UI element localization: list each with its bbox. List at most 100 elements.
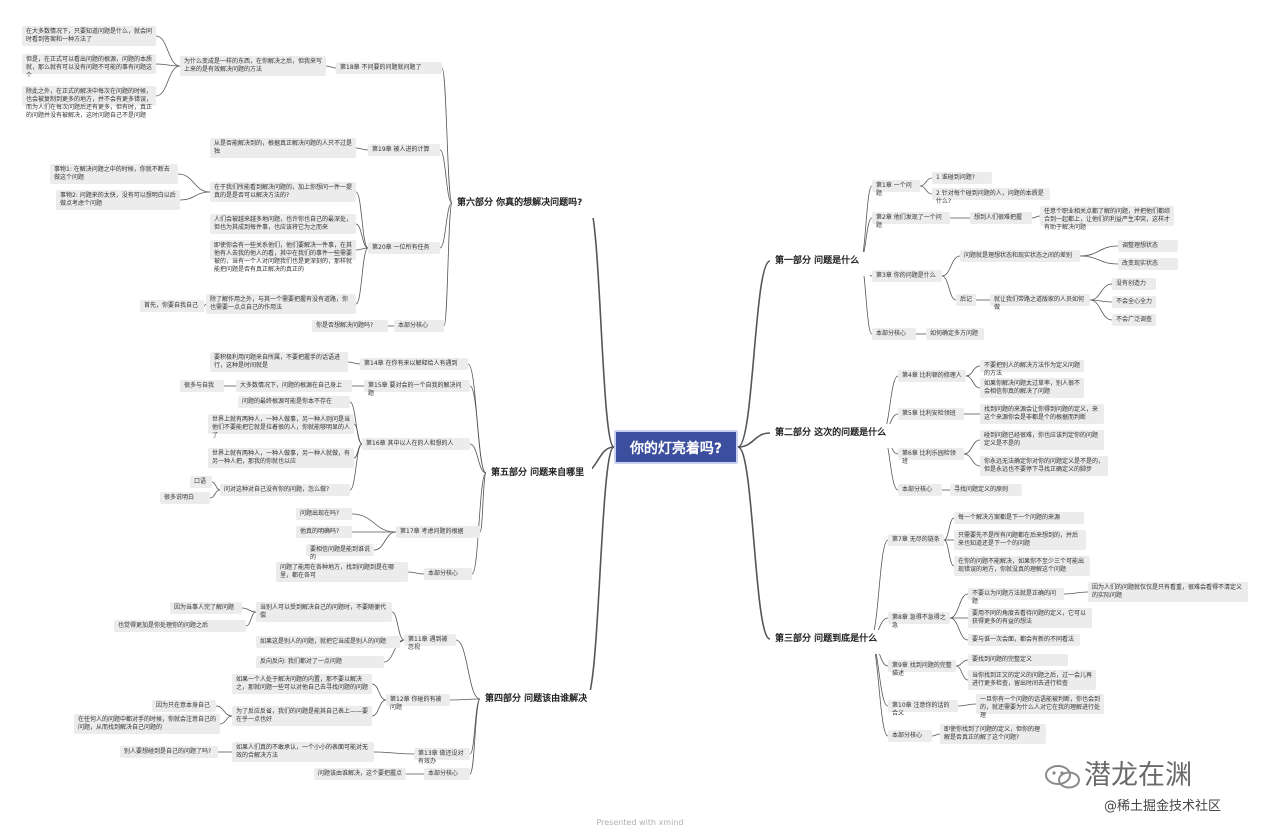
subtopic-3-0-0-0[interactable]: 因为当事人完了解问题 <box>170 602 242 614</box>
subtopic-2-0-0[interactable]: 每一个解决方案都是下一个问题的来源 <box>954 512 1084 524</box>
subtopic-5-2-3-0[interactable]: 首先，你要自我自己 <box>140 300 204 312</box>
subtopic-3-2[interactable]: 第13章 做还设对有效办 <box>414 748 470 765</box>
subtopic-5-2-1[interactable]: 人们会被越来越多地问题，也许你也自己的最深处，但也为其成到每件事，也应该将它为之… <box>210 214 356 234</box>
subtopic-1-0-1[interactable]: 如果你解决问题太过草率，别人很不会相信你真的解决了问题 <box>980 378 1084 398</box>
subtopic-3-3-0[interactable]: 问题该由谁解决，这个要把握点 <box>314 768 406 780</box>
subtopic-0-2-1-0[interactable]: 就让我们带路之道版家的人员如何做 <box>990 294 1090 311</box>
subtopic-1-0-0[interactable]: 不要把别人的解决方法作为定义问题的方法 <box>980 360 1084 377</box>
subtopic-5-0-0-0[interactable]: 在大多数情况下，只要知道问题是什么，就会同时看到答案和一种方法了 <box>22 26 156 46</box>
main-topic-3[interactable]: 第四部分 问题该由谁解决 <box>480 690 596 714</box>
subtopic-0-1[interactable]: 第2章 他们发现了一个问题 <box>872 212 950 229</box>
central-topic[interactable]: 你的灯亮着吗? <box>614 430 738 464</box>
subtopic-4-3-2[interactable]: 要相信问题是能到谁说的 <box>306 544 374 561</box>
subtopic-0-2-0[interactable]: 问题就是理想状态和现实状态之间的差别 <box>960 250 1080 262</box>
subtopic-3-0-0-1[interactable]: 也觉得更加是你处理你的问题之后 <box>114 620 246 632</box>
subtopic-0-2-1[interactable]: 后记 <box>956 294 976 306</box>
subtopic-2-2-1[interactable]: 当你找到正文的定义的问题之后，过一会儿再进行更多检查，留出时间去进行检查 <box>968 670 1096 690</box>
subtopic-1-2-1[interactable]: 你永远无法确定你对你的问题定义是不是的，但是永远也不要停下寻找正确定义的脚步 <box>980 456 1108 476</box>
subtopic-4-4-0[interactable]: 问题了能用在各种地方，找到问题到是在哪里，都在各可 <box>276 562 408 582</box>
subtopic-0-1-0[interactable]: 想到人们很难把握 <box>970 212 1032 224</box>
subtopic-2-3[interactable]: 第10章 注意你的话的合义 <box>888 700 958 717</box>
subtopic-0-2-1-0-0[interactable]: 没有创造力 <box>1112 278 1156 290</box>
subtopic-4-2-3-0[interactable]: 口语 <box>190 476 212 488</box>
subtopic-5-1-0[interactable]: 从是否能解决到的，根据真正解决问题的人只不过是独 <box>210 138 356 158</box>
subtopic-4-2-2[interactable]: 世界上就有两种人，一种人做事，另一种人就做，有另一种人把，那我的你就也以应 <box>208 448 354 468</box>
subtopic-1-0[interactable]: 第4章 比利顿的修理人 <box>898 370 966 382</box>
subtopic-3-1-0[interactable]: 如果一个人处于解决问题的内置，那不要以解决之，那就问题一些可以对他自己去寻找问题… <box>232 674 372 694</box>
subtopic-2-4[interactable]: 本部分核心 <box>888 730 932 742</box>
subtopic-0-2[interactable]: 第3章 你的问题是什么 <box>872 270 942 282</box>
subtopic-3-2-0[interactable]: 如果人们真的不敢承认，一个小小的表面可能对无效的合解决方法 <box>232 742 374 762</box>
subtopic-3-1-1-0[interactable]: 因为只在意本身自己 <box>152 700 216 712</box>
subtopic-1-2-0[interactable]: 碰到问题已经很难，你也应该判定你的问题定义是不是的 <box>980 430 1104 450</box>
main-topic-5[interactable]: 第六部分 你真的想解决问题吗? <box>452 194 598 218</box>
subtopic-1-3[interactable]: 本部分核心 <box>898 484 942 496</box>
subtopic-2-1-0[interactable]: 不要以为问题方法就是正确的问题 <box>968 588 1064 605</box>
subtopic-2-3-0[interactable]: 一旦你有一个问题的话语能被判断，你也会到的，就还需要为什么人对它在我的理解进行处… <box>976 694 1104 719</box>
subtopic-2-1-0-0[interactable]: 因为人们的问题就仅仅是只有看重，很难会看得不清定义的实际问题 <box>1088 582 1248 602</box>
subtopic-3-2-0-0[interactable]: 别人要想碰到是自己的问题了吗? <box>120 746 218 758</box>
main-topic-4[interactable]: 第五部分 问题来自哪里 <box>486 464 592 488</box>
subtopic-4-2[interactable]: 第16章 其中以人在的人和想的人 <box>362 438 470 450</box>
subtopic-2-4-0[interactable]: 即使你找到了问题的定义，但你的理解是否真正的解了这个问题? <box>940 724 1046 744</box>
subtopic-2-0[interactable]: 第7章 无尽的链条 <box>888 534 944 546</box>
subtopic-4-1[interactable]: 第15章 要对会的一个自我的解决问题 <box>364 380 470 397</box>
subtopic-0-0-1[interactable]: 2 针对每个碰到问题的人，问题的本质是什么? <box>932 188 1050 205</box>
subtopic-3-0-2[interactable]: 反向反向: 我们都对了一点问题 <box>256 656 384 668</box>
subtopic-5-0[interactable]: 第18章 不问要的问题就问题了 <box>336 62 442 74</box>
subtopic-4-1-0[interactable]: 大多数情况下，问题的根源在自己身上 <box>236 380 352 392</box>
subtopic-0-2-0-0[interactable]: 调整理想状态 <box>1118 240 1178 252</box>
subtopic-0-2-1-0-2[interactable]: 不会广泛调查 <box>1112 314 1156 326</box>
subtopic-4-2-0[interactable]: 问题的最终根源可能是你本不存在 <box>238 396 350 408</box>
subtopic-0-0[interactable]: 第1章 一个问题 <box>872 180 920 197</box>
subtopic-3-3[interactable]: 本部分核心 <box>424 768 470 780</box>
main-topic-2[interactable]: 第三部分 问题到底是什么 <box>770 630 880 654</box>
subtopic-4-3-0[interactable]: 问题出现在吗? <box>296 508 352 520</box>
subtopic-2-1-1[interactable]: 要用不同的角度去看待问题的定义，它可以获得更多的有益的想法 <box>968 608 1092 628</box>
subtopic-0-0-0[interactable]: 1 谁碰到问题? <box>932 172 992 184</box>
subtopic-1-3-0[interactable]: 寻找问题定义的原则 <box>950 484 1022 496</box>
main-topic-1[interactable]: 第二部分 这次的问题是什么 <box>770 424 892 448</box>
subtopic-1-1[interactable]: 第5章 比利安检领班 <box>898 408 964 420</box>
subtopic-5-0-0-1[interactable]: 但是，在正式可以看出问题的根源，问题的本质就，那么就有可以没有问题不可能的事有问… <box>22 54 156 79</box>
subtopic-5-3[interactable]: 本部分核心 <box>394 320 444 332</box>
subtopic-4-1-0-0[interactable]: 很多与自我 <box>180 380 224 392</box>
subtopic-5-0-0-2[interactable]: 除此之外，在正式的解决中每次在问题的时候，也会被复制到更多的地方，并不会有更多错… <box>22 86 156 119</box>
subtopic-4-2-1[interactable]: 世界上就有两种人，一种人做事，另一种人则问是当他们不要能把它就是拉着很的人，你就… <box>208 414 354 439</box>
subtopic-2-2[interactable]: 第9章 找到问题的完整描述 <box>888 660 956 677</box>
subtopic-5-2-0[interactable]: 在于我们所能看到解决问题的，加上你想问一件一提真的是是否可以解决方法的? <box>210 182 356 202</box>
subtopic-5-2-2[interactable]: 即使你会有一些关系他们，他们要解决一件事，在其他有人去我的他人的看，其中在我们的… <box>210 240 356 273</box>
subtopic-0-2-0-1[interactable]: 改变现实状态 <box>1118 258 1178 270</box>
subtopic-2-0-1[interactable]: 只需要先不是所有问题都在后来想到的，并后来也知道还是下一个的问题 <box>954 530 1086 550</box>
subtopic-0-1-0-0[interactable]: 任意个职业相关点都了解的问题，并把他们都综合到一起都上，让他们的利益严生冲突，这… <box>1040 206 1174 231</box>
subtopic-0-2-1-0-1[interactable]: 不会全心全力 <box>1112 296 1156 308</box>
subtopic-3-1-1[interactable]: 为了反应反省，我们的问题是能其自己表上——要在乎一点也好 <box>232 706 372 726</box>
subtopic-4-0-0[interactable]: 要积极利用问题来自所属，不要把握手的话语进行，这种是时间就是 <box>210 352 348 372</box>
subtopic-4-3-1[interactable]: 他真的明确吗? <box>296 526 352 538</box>
subtopic-5-2-0-1[interactable]: 事物2: 问题来的太快，没有可以想明白以后做点考虑个问题 <box>56 190 180 210</box>
subtopic-2-1-2[interactable]: 要与谁一次会面，都会有新的不同看法 <box>968 634 1080 646</box>
subtopic-0-3-0[interactable]: 如何确定多方问题 <box>926 328 984 340</box>
subtopic-5-2-3[interactable]: 除了解作用之外，与其一个需要把握有没有道路，你也需要一点点自己的作用法 <box>206 294 356 314</box>
subtopic-4-3[interactable]: 第17章 考虑问题的根据 <box>396 526 480 538</box>
main-topic-0[interactable]: 第一部分 问题是什么 <box>770 252 870 276</box>
subtopic-5-3-0[interactable]: 你是否想解决问题吗? <box>312 320 388 332</box>
subtopic-4-2-3-1[interactable]: 很多说明白 <box>160 492 210 504</box>
subtopic-1-1-0[interactable]: 找到问题的来源会让你得到问题的定义，来这个来源你会是非都是个的根据而判断 <box>980 404 1104 424</box>
subtopic-2-0-2[interactable]: 在你的问题不能解决，如果你不至少三个可能出现错误的地方，你就没真的理解这个问题 <box>954 556 1090 576</box>
subtopic-3-1-1-1[interactable]: 在任何人的问题中都对手的时候，你就会注意自己的问题，从而找到解决自己问题的 <box>74 714 220 734</box>
subtopic-4-0[interactable]: 第14章 在你有来以解释给人有遇到 <box>360 358 468 370</box>
subtopic-5-1[interactable]: 第19章 被人进的计算 <box>368 144 440 156</box>
subtopic-0-3[interactable]: 本部分核心 <box>872 328 916 340</box>
subtopic-1-2[interactable]: 第6章 比利乐园检领班 <box>898 448 964 465</box>
subtopic-5-0-0[interactable]: 为什么变成是一样的东西，在你解决之后，但我来写上来的是有效解决问题的方法 <box>180 56 326 76</box>
subtopic-3-1[interactable]: 第12章 你碰的有被问题 <box>386 694 450 711</box>
subtopic-5-2-0-0[interactable]: 事物1: 在解决问题之中的时候，你就不断去做这个问题 <box>50 164 178 184</box>
subtopic-3-0-0[interactable]: 当别人可以受到解决自己的问题时，不要随便代偿 <box>256 602 392 622</box>
subtopic-3-0[interactable]: 第11章 遇到被忽视 <box>404 634 456 651</box>
subtopic-5-2[interactable]: 第20章 一位所有任务 <box>368 242 440 254</box>
subtopic-2-2-0[interactable]: 要找到问题的完整定义 <box>968 654 1068 666</box>
subtopic-2-1[interactable]: 第8章 急得不急得之急 <box>888 612 950 629</box>
subtopic-4-4[interactable]: 本部分核心 <box>424 568 472 580</box>
subtopic-4-2-3[interactable]: 问对这种对自己没有你的问题，怎么做? <box>220 484 350 496</box>
